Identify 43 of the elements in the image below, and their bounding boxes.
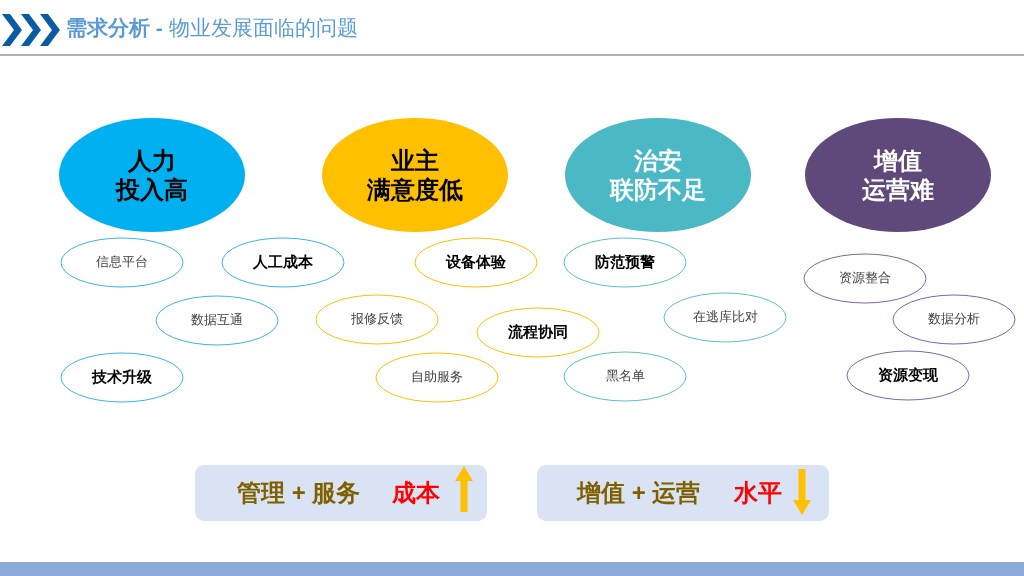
topic-text: 业主满意度低	[367, 146, 463, 204]
trend-text: 水平	[734, 478, 782, 508]
topic-text: 增值运营难	[862, 146, 934, 204]
keyword-text: 资源整合	[839, 269, 891, 287]
page-title: 需求分析 - 物业发展面临的问题	[66, 15, 358, 41]
keyword-text: 数据分析	[928, 310, 980, 328]
keyword-text: 报修反馈	[351, 310, 403, 328]
keyword-text: 数据互通	[191, 311, 243, 329]
topic-ellipse	[59, 118, 245, 232]
summary-text: 增值 + 运营	[577, 478, 701, 508]
topic-ellipse	[565, 118, 751, 232]
keyword-ellipse	[155, 294, 279, 346]
topic-ellipse	[805, 118, 991, 232]
keyword-ellipse	[476, 306, 600, 358]
keyword-ellipse	[221, 236, 345, 288]
keyword-text: 防范预警	[595, 252, 655, 272]
keyword-text: 流程协同	[508, 322, 568, 342]
keyword-text: 黑名单	[605, 367, 645, 385]
keyword-ellipse	[375, 351, 499, 403]
keyword-text: 设备体验	[446, 252, 506, 272]
keyword-ellipse	[663, 291, 787, 343]
summary-text: 管理 + 服务	[237, 478, 361, 508]
topic-text: 人力投入高	[116, 146, 188, 204]
summary-box	[537, 465, 829, 521]
topic-ellipse	[322, 118, 508, 232]
keyword-text: 资源变现	[878, 365, 938, 385]
keyword-ellipse	[846, 349, 970, 401]
keyword-ellipse	[60, 351, 184, 403]
keyword-text: 自助服务	[411, 368, 463, 386]
keyword-text: 人工成本	[253, 252, 313, 272]
topic-text: 治安联防不足	[610, 146, 706, 204]
keyword-text: 在逃库比对	[692, 308, 758, 326]
keyword-ellipse	[892, 293, 1016, 345]
keyword-ellipse	[563, 350, 687, 402]
keyword-ellipse	[414, 236, 538, 288]
summary-box	[195, 465, 487, 521]
keyword-ellipse	[315, 293, 439, 345]
keyword-ellipse	[563, 236, 687, 288]
keyword-ellipse	[803, 252, 927, 304]
trend-text: 成本	[392, 478, 440, 508]
keyword-ellipse	[60, 236, 184, 288]
keyword-text: 信息平台	[96, 253, 148, 271]
keyword-text: 技术升级	[92, 367, 152, 387]
